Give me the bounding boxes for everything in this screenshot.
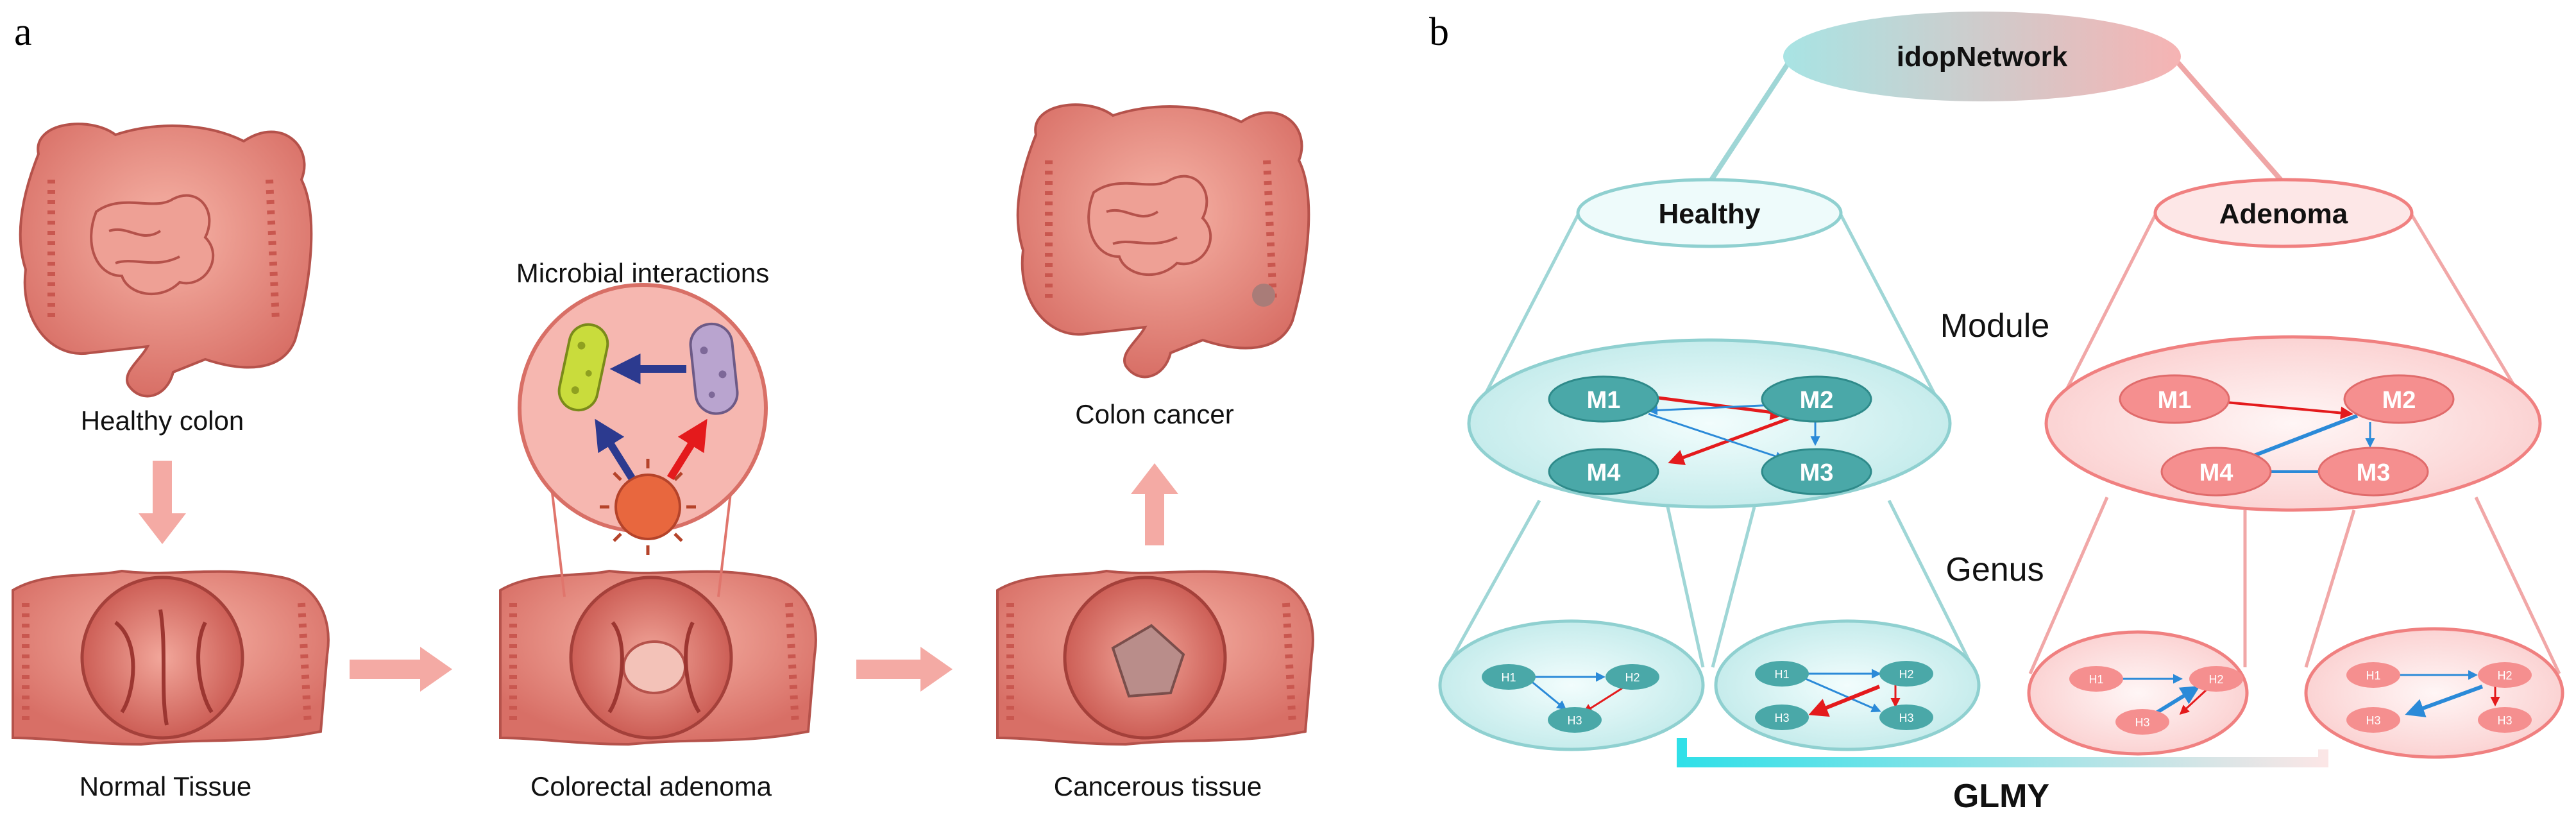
healthy-module-network: M1 M2 M3 M4 bbox=[1548, 375, 1872, 495]
flow-arrow-right-2 bbox=[856, 647, 953, 692]
zoom-cone bbox=[550, 487, 733, 597]
module-label-m1: M1 bbox=[1587, 387, 1621, 414]
healthy-module-disc bbox=[1467, 338, 1952, 509]
adenoma-node[interactable] bbox=[2153, 178, 2414, 248]
healthy-genus-cone-left bbox=[1441, 499, 1705, 675]
genus-node-h1: H1 bbox=[1774, 668, 1789, 681]
root-to-adenoma-line bbox=[2165, 49, 2286, 185]
module-node-m4[interactable] bbox=[1548, 448, 1659, 495]
idopnetwork-label: idopNetwork bbox=[1897, 41, 2068, 73]
healthy-genus-network-right: H1 H2 H3 H3 bbox=[1714, 619, 1981, 751]
adenoma-module-node-m3[interactable] bbox=[2318, 447, 2429, 497]
healthy-node[interactable] bbox=[1576, 178, 1843, 248]
genus-node-h3: H3 bbox=[1567, 714, 1582, 727]
genus-node-h1: H1 bbox=[1501, 671, 1516, 684]
glmy-bracket bbox=[1677, 738, 2328, 767]
adenoma-genus-cone-left bbox=[2028, 497, 2247, 674]
adenoma-module-label-m3: M3 bbox=[2357, 459, 2391, 486]
adenoma-module-disc bbox=[2044, 335, 2542, 512]
adenoma-module-network: M1 M2 M3 M4 bbox=[2119, 374, 2455, 497]
purple-bacterium-icon bbox=[689, 322, 739, 415]
healthy-label: Healthy bbox=[1659, 198, 1761, 230]
root-to-healthy-line bbox=[1707, 49, 1799, 185]
cancerous-tissue-label: Cancerous tissue bbox=[1054, 771, 1262, 801]
flow-arrow-up bbox=[1131, 463, 1178, 545]
adenoma-module-node-m1[interactable] bbox=[2119, 374, 2230, 424]
adenoma-module-label-m2: M2 bbox=[2382, 387, 2416, 414]
panel-b-letter: b bbox=[1429, 10, 1449, 54]
adenoma-module-node-m2[interactable] bbox=[2343, 374, 2455, 424]
healthy-cone bbox=[1468, 214, 1952, 425]
module-node-m2[interactable] bbox=[1761, 375, 1872, 423]
adenoma-genus-network-right: H1 H2 H3 H3 bbox=[2304, 627, 2564, 759]
flow-arrow-down bbox=[139, 461, 186, 544]
adenoma-genus-node-h3b: H3 bbox=[2497, 714, 2512, 727]
panel-a-letter: a bbox=[14, 10, 32, 54]
genus-node-h3b: H3 bbox=[1899, 712, 1913, 724]
adenoma-genus-cone-right bbox=[2304, 496, 2561, 675]
adenoma-module-label-m4: M4 bbox=[2199, 459, 2233, 486]
idopnetwork-node[interactable] bbox=[1783, 12, 2181, 101]
module-node-m3[interactable] bbox=[1761, 448, 1872, 495]
microbial-interactions-circle bbox=[518, 283, 768, 555]
flow-arrow-right-1 bbox=[350, 647, 452, 692]
genus-node-h2: H2 bbox=[1625, 671, 1640, 684]
genus-label: Genus bbox=[1945, 551, 2044, 588]
adenoma-genus-node-h3: H3 bbox=[2135, 716, 2149, 729]
adenoma-module-node-m4[interactable] bbox=[2160, 447, 2272, 497]
module-node-m1[interactable] bbox=[1548, 375, 1659, 423]
adenoma-genus-node-h2: H2 bbox=[2497, 669, 2512, 682]
healthy-genus-network-left: H1 H2 H3 bbox=[1438, 619, 1705, 751]
module-label-m3: M3 bbox=[1800, 459, 1834, 486]
glmy-label: GLMY bbox=[1953, 778, 2049, 815]
cancerous-tissue-illustration bbox=[996, 569, 1314, 746]
virus-icon bbox=[600, 459, 696, 555]
interaction-arrow-virus-to-green bbox=[595, 418, 636, 481]
colorectal-adenoma-label: Colorectal adenoma bbox=[530, 771, 772, 801]
normal-tissue-label: Normal Tissue bbox=[80, 771, 251, 801]
adenoma-genus-network-left: H1 H2 H3 bbox=[2027, 630, 2249, 756]
adenoma-genus-node-h2: H2 bbox=[2208, 673, 2223, 686]
module-label: Module bbox=[1940, 307, 2050, 345]
adenoma-genus-node-h3: H3 bbox=[2366, 714, 2380, 727]
healthy-colon-label: Healthy colon bbox=[81, 406, 244, 436]
normal-tissue-illustration bbox=[12, 569, 330, 746]
adenoma-module-label-m1: M1 bbox=[2158, 387, 2192, 414]
healthy-genus-cone-right bbox=[1711, 499, 1978, 675]
cancer-colon-illustration bbox=[1016, 103, 1310, 379]
adenoma-genus-node-h1: H1 bbox=[2089, 673, 2103, 686]
adenoma-genus-node-h1: H1 bbox=[2366, 669, 2380, 682]
healthy-colon-illustration bbox=[19, 123, 313, 398]
module-label-m4: M4 bbox=[1587, 459, 1621, 486]
genus-node-h3: H3 bbox=[1774, 712, 1789, 724]
module-label-m2: M2 bbox=[1800, 387, 1834, 414]
genus-node-h2: H2 bbox=[1899, 668, 1913, 681]
adenoma-illustration bbox=[499, 569, 817, 746]
adenoma-label: Adenoma bbox=[2219, 198, 2348, 230]
colon-cancer-label: Colon cancer bbox=[1075, 399, 1233, 429]
green-bacterium-icon bbox=[557, 323, 609, 412]
interaction-arrow-virus-to-purple bbox=[666, 418, 708, 481]
